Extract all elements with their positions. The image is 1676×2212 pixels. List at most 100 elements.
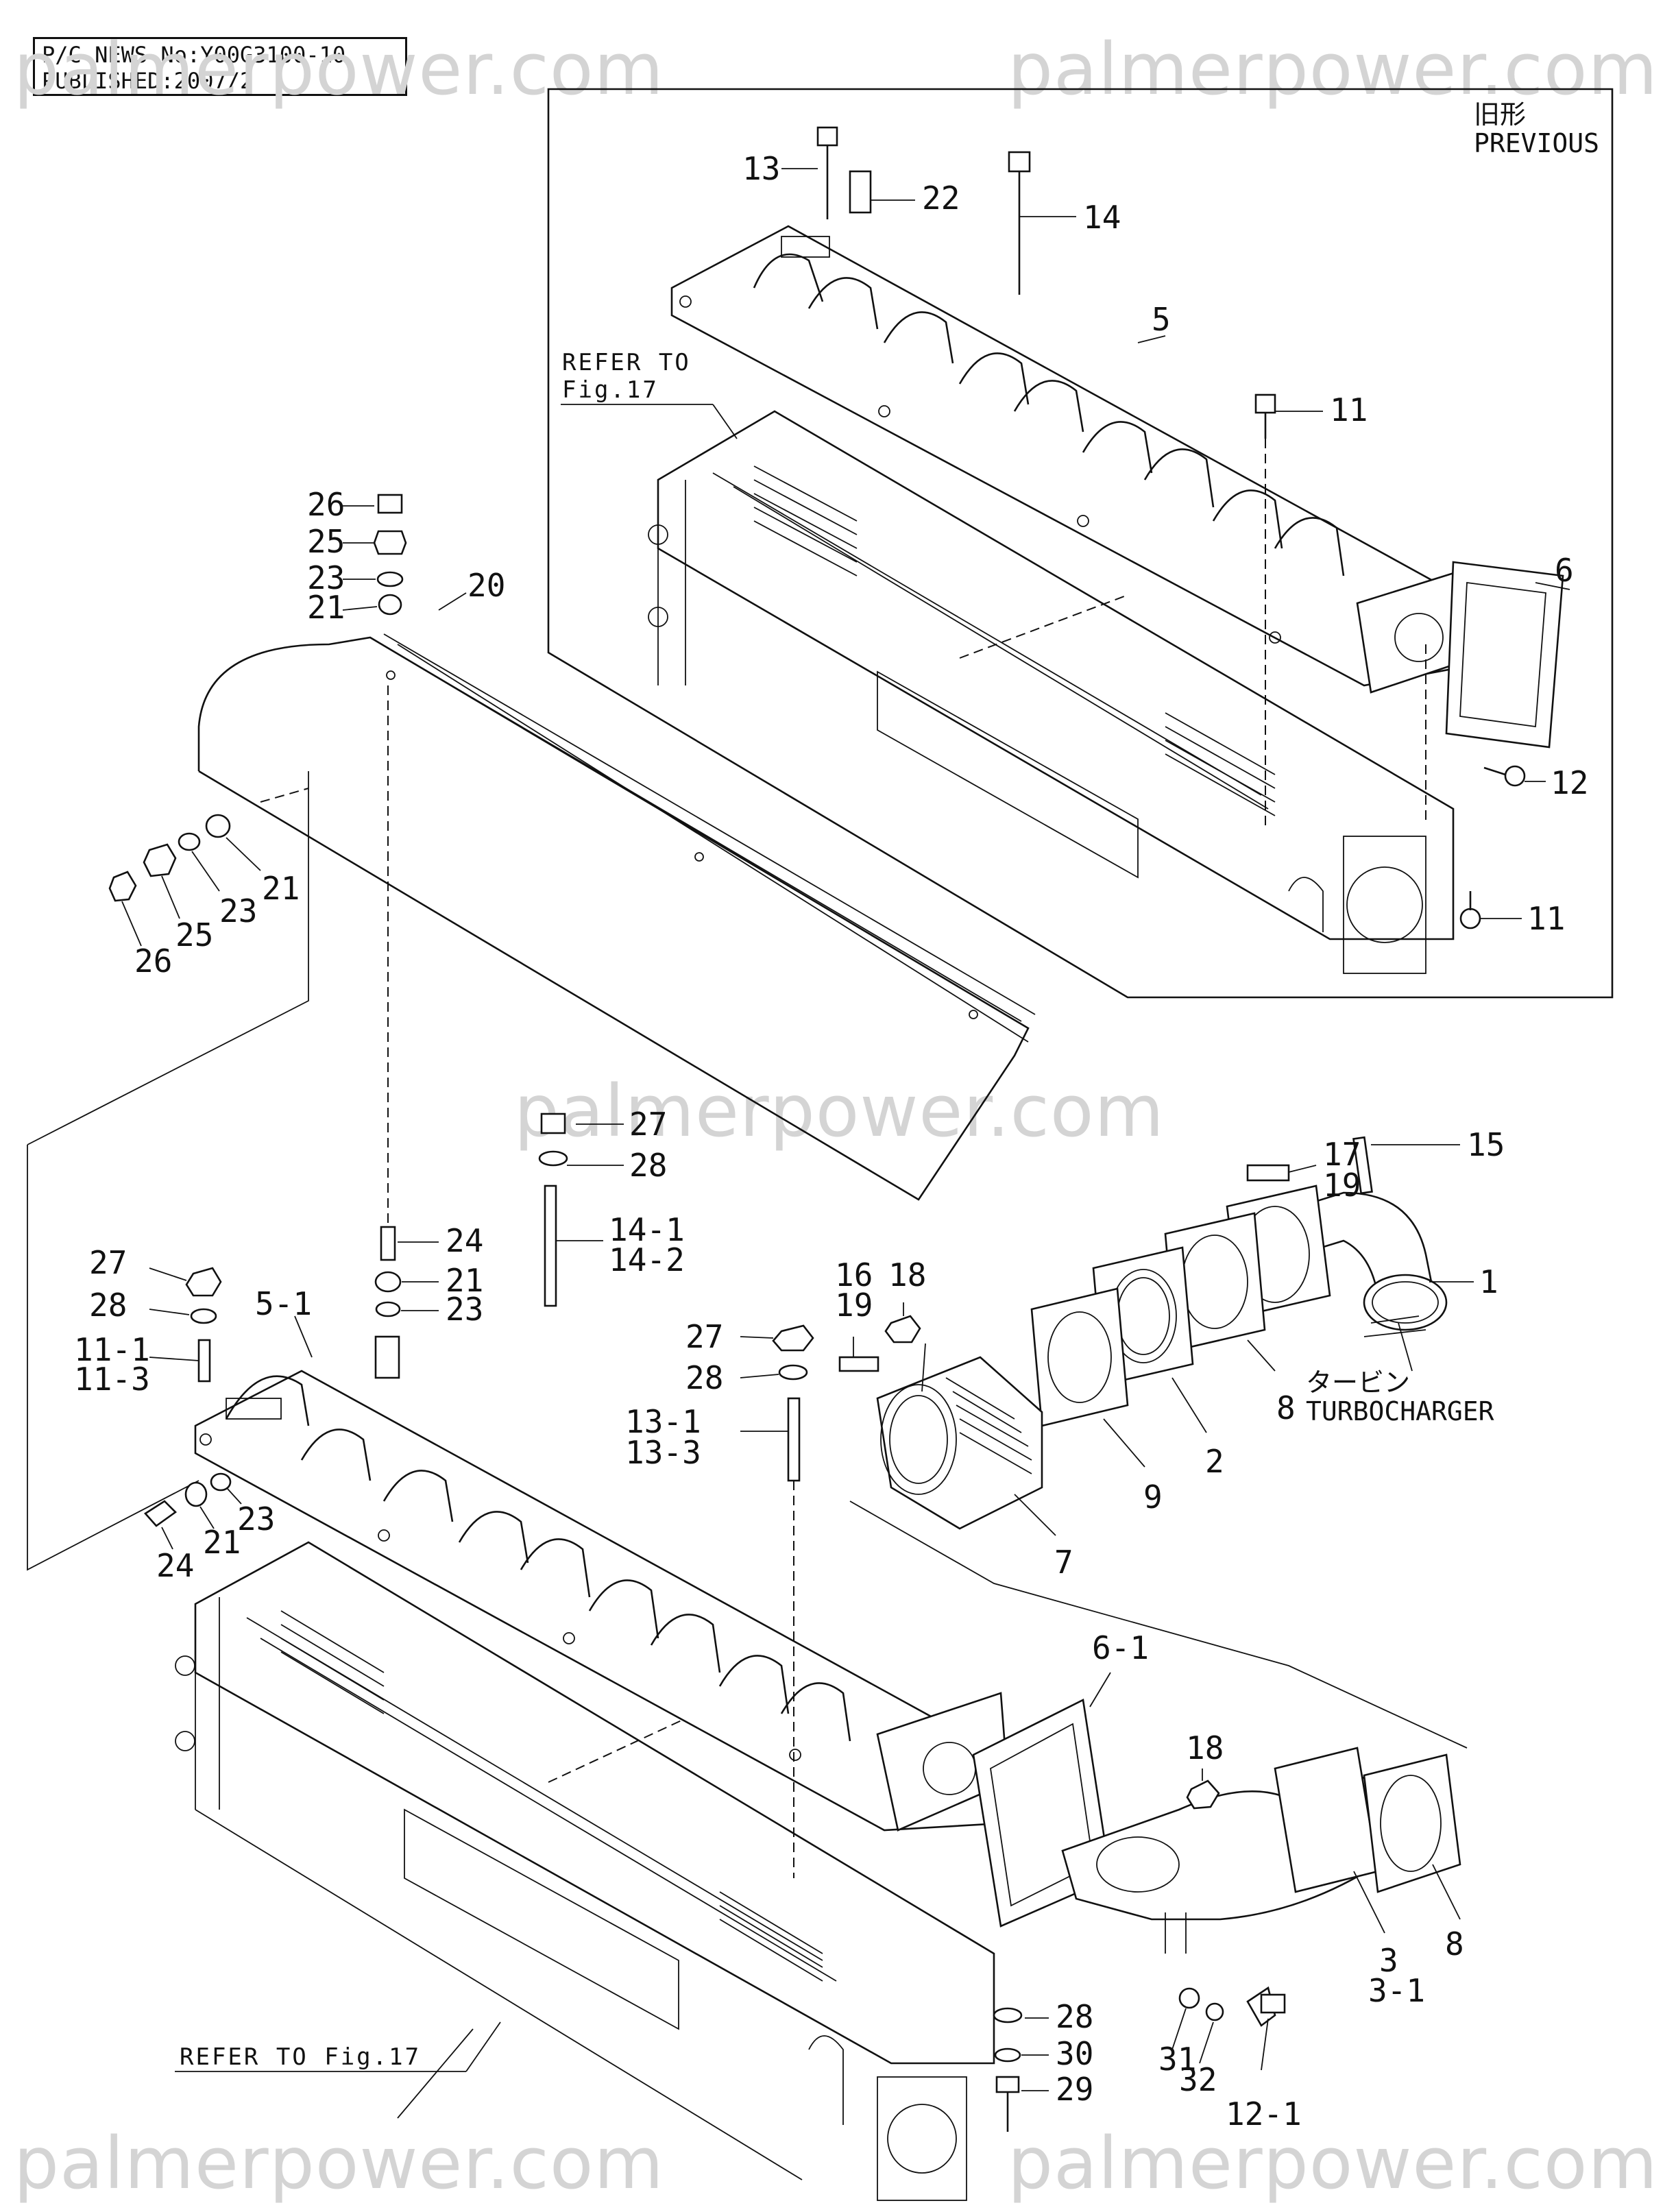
washer-31 xyxy=(1178,1987,1200,2009)
callout-23-side: 23 xyxy=(219,892,257,929)
callout-8-lower: 8 xyxy=(1445,1925,1464,1962)
bolt-11-head xyxy=(1254,393,1276,414)
collar-21-lower xyxy=(184,1481,208,1507)
nut-27-left xyxy=(185,1267,222,1297)
callout-6-1: 6-1 xyxy=(1092,1629,1149,1666)
callout-5-1: 5-1 xyxy=(255,1285,312,1322)
callout-14-2: 14-2 xyxy=(609,1241,685,1278)
gasket-9 xyxy=(1030,1287,1129,1427)
washer-32 xyxy=(1205,2002,1224,2021)
nut-26-side xyxy=(108,871,137,902)
inset-title-en: PREVIOUS xyxy=(1474,128,1599,158)
callout-23-lower: 23 xyxy=(237,1500,275,1538)
callout-28-lower: 28 xyxy=(1056,1998,1093,2035)
bolt-29-head xyxy=(995,2076,1020,2093)
turbo-inlet xyxy=(1363,1274,1448,1331)
callout-3: 3 xyxy=(1379,1942,1398,1979)
callout-13: 13 xyxy=(742,150,780,187)
callout-22: 22 xyxy=(922,180,960,217)
stud-24-lower xyxy=(144,1500,178,1527)
callout-27-left: 27 xyxy=(89,1244,127,1281)
callout-1: 1 xyxy=(1479,1263,1498,1300)
callout-26-top: 26 xyxy=(307,486,345,523)
inset-title-jp: 旧形 xyxy=(1474,99,1526,130)
callout-25-side: 25 xyxy=(175,916,213,953)
callout-32: 32 xyxy=(1179,2061,1217,2098)
inset-outlet-flange xyxy=(1343,836,1426,974)
watermark-top-right: palmerpower.com xyxy=(1008,27,1658,111)
inset-refer-line2: Fig.17 xyxy=(562,376,659,404)
callout-13-3: 13-3 xyxy=(625,1434,701,1471)
washer-23-mid xyxy=(375,1301,401,1317)
main-outlet-flange xyxy=(877,2076,967,2201)
callout-28-upper: 28 xyxy=(629,1147,667,1184)
callout-27-center: 27 xyxy=(685,1318,723,1355)
nut-27-center xyxy=(772,1324,814,1352)
collar-21-side xyxy=(205,814,231,838)
gasket-8-lower xyxy=(1363,1753,1461,1893)
callout-15: 15 xyxy=(1467,1126,1505,1163)
callout-29: 29 xyxy=(1056,2071,1093,2108)
callout-17: 17 xyxy=(1323,1136,1361,1173)
callout-11-upper: 11 xyxy=(1330,391,1368,428)
washer-28-center xyxy=(778,1364,808,1381)
nut-18-lower xyxy=(1186,1779,1220,1810)
bolt-17 xyxy=(1246,1164,1290,1182)
publication-header: P/C NEWS No:Y00G3100-10 PUBLISHED:2007/2 xyxy=(33,37,407,96)
washer-23-lower xyxy=(210,1472,232,1492)
callout-28-center: 28 xyxy=(685,1359,723,1396)
left-fastener-stack: 26 25 23 21 20 21 23 25 26 xyxy=(108,486,505,980)
main-aftercooler-body xyxy=(175,1541,995,2201)
cover-plate-20 xyxy=(27,633,1036,1571)
callout-11-lower: 11 xyxy=(1527,900,1565,937)
bolt-12-head xyxy=(1504,765,1526,787)
inset-intake-manifold xyxy=(670,225,1475,694)
stud-24-upper xyxy=(380,1226,396,1261)
center-studs: 27 28 14-1 14-2 24 21 23 27 28 11-1 11-3… xyxy=(74,1106,685,1584)
callout-16: 16 xyxy=(835,1256,873,1293)
callout-30: 30 xyxy=(1056,2035,1093,2072)
callout-11-1: 11-1 xyxy=(74,1331,150,1368)
washer-28-lower xyxy=(993,2007,1023,2023)
callout-20: 20 xyxy=(467,567,505,604)
watermark-bottom-right: palmerpower.com xyxy=(1008,2122,1658,2205)
outlet-parts: 6-1 18 8 3 3-1 28 30 29 31 32 12- xyxy=(972,1629,1464,2132)
inset-callouts: 13 22 14 5 11 6 12 11 xyxy=(742,150,1588,937)
washer-28-left xyxy=(190,1308,217,1324)
washer-23-side xyxy=(178,832,201,851)
watermark-top-left: palmerpower.com xyxy=(14,27,664,111)
callout-23-mid: 23 xyxy=(446,1291,483,1328)
callout-8-upper: 8 xyxy=(1276,1389,1296,1426)
callout-2: 2 xyxy=(1205,1443,1224,1480)
callout-3-1: 3-1 xyxy=(1368,1972,1425,2009)
inset-frame xyxy=(547,88,1614,999)
main-side-cover-plate xyxy=(404,1808,679,2030)
bolt-15 xyxy=(1352,1136,1373,1195)
callout-24-upper: 24 xyxy=(446,1222,483,1259)
nut-25-top xyxy=(373,530,407,555)
washer-28-upper xyxy=(538,1150,568,1167)
watermark-bottom-left: palmerpower.com xyxy=(14,2122,664,2205)
turbo-label-en: TURBOCHARGER xyxy=(1306,1396,1494,1426)
callout-18-lower: 18 xyxy=(1186,1729,1224,1766)
callout-18-upper: 18 xyxy=(888,1256,926,1293)
callout-26-side: 26 xyxy=(134,943,172,980)
callout-19-upper: 19 xyxy=(1323,1167,1361,1204)
callout-14: 14 xyxy=(1083,199,1121,236)
callout-5: 5 xyxy=(1152,301,1171,338)
inset-refer-line1: REFER TO xyxy=(562,349,691,376)
callout-19-lower: 19 xyxy=(835,1287,873,1324)
callout-14-1: 14-1 xyxy=(609,1211,685,1248)
callout-12: 12 xyxy=(1551,764,1588,801)
collar-21-mid xyxy=(374,1271,402,1293)
callout-23-top: 23 xyxy=(307,559,345,596)
inset-refer-leader xyxy=(712,404,738,439)
nut-18-upper xyxy=(884,1315,921,1344)
news-number: P/C NEWS No:Y00G3100-10 xyxy=(42,42,346,68)
callout-21-lower: 21 xyxy=(203,1524,241,1561)
stud-11-1 xyxy=(197,1339,211,1383)
callout-13-1: 13-1 xyxy=(625,1403,701,1440)
inset-gasket-6 xyxy=(1445,561,1564,749)
stud-13-1 xyxy=(787,1397,801,1482)
